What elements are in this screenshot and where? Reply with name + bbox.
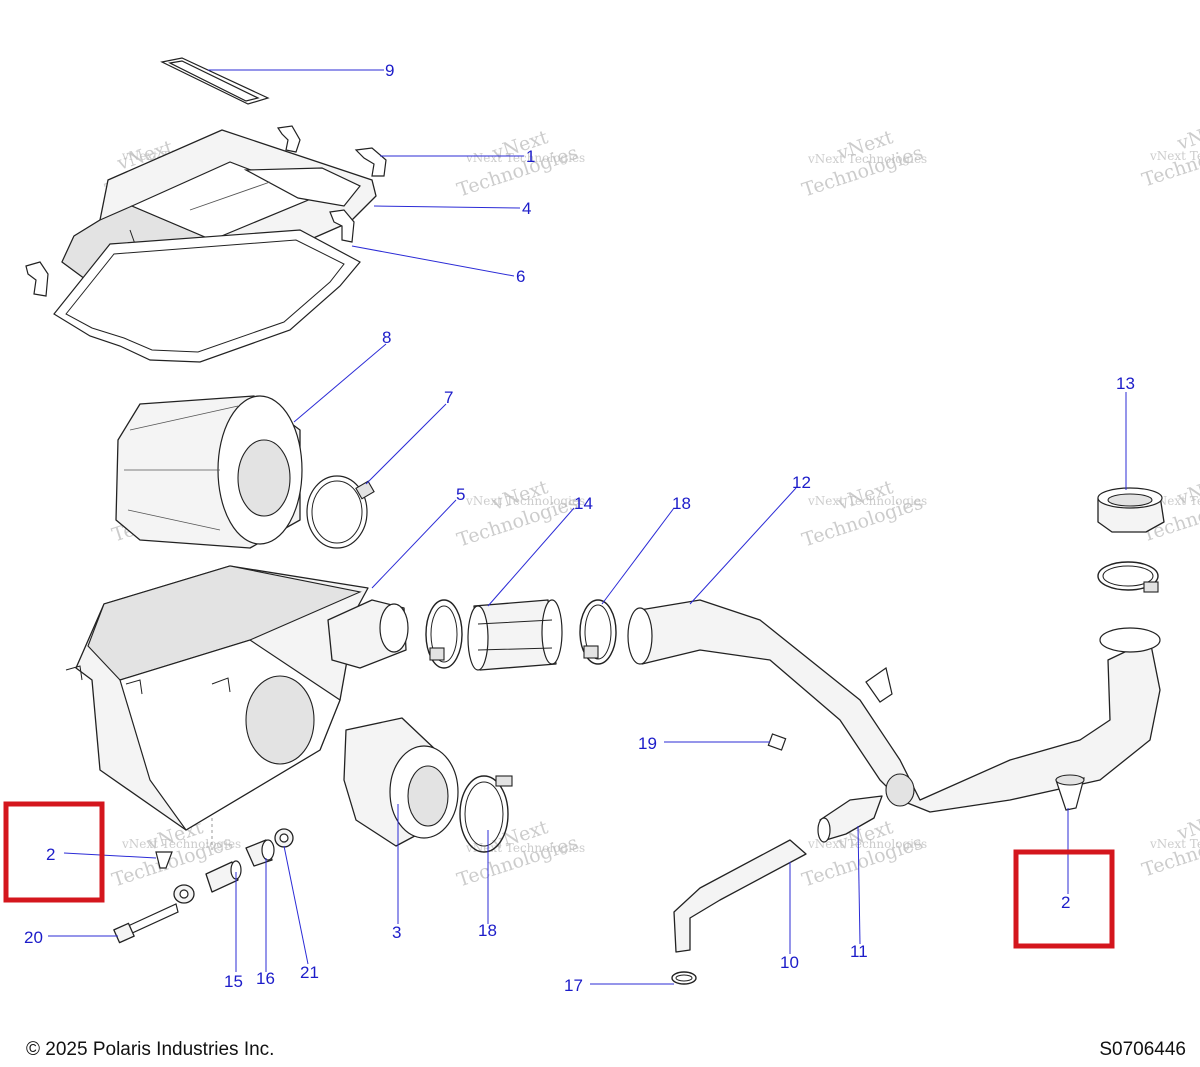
callout-17[interactable]: 17 — [564, 976, 583, 995]
callout-3[interactable]: 3 — [392, 923, 401, 942]
part-2-cap-right[interactable] — [1055, 774, 1085, 811]
part-13-clamp[interactable] — [1097, 561, 1159, 593]
callout-2-right[interactable]: 2 — [1061, 893, 1070, 912]
callout-7[interactable]: 7 — [444, 388, 453, 407]
watermark: vNext Technologies — [799, 476, 925, 551]
part-10-drain-tube[interactable] — [673, 839, 807, 953]
watermark-small: vNext Technologies — [465, 841, 585, 855]
callout-19[interactable]: 19 — [638, 734, 657, 753]
part-grommet-lower[interactable] — [173, 884, 195, 904]
part-14-sleeve[interactable] — [467, 599, 563, 671]
callout-16[interactable]: 16 — [256, 969, 275, 988]
watermark-small: vNext Technologies — [807, 494, 927, 508]
watermark-small: vNext Technologies — [807, 152, 927, 166]
watermark-small: vNext Technologies — [465, 494, 585, 508]
callout-18-lower[interactable]: 18 — [478, 921, 497, 940]
callout-2-left[interactable]: 2 — [46, 845, 55, 864]
copyright-text: © 2025 Polaris Industries Inc. — [26, 1039, 275, 1060]
watermark-small: vNext Technologies — [807, 837, 927, 851]
callout-20[interactable]: 20 — [24, 928, 43, 947]
part-9-strip[interactable] — [160, 57, 270, 105]
part-11-valve[interactable] — [817, 795, 883, 843]
part-13-collar[interactable] — [1097, 487, 1165, 533]
watermark-small: vNext Technologies — [1149, 837, 1200, 851]
watermark-small: vNext Technologies — [465, 151, 585, 165]
watermark-small: vNext Technologies — [1149, 149, 1200, 163]
callout-4[interactable]: 4 — [522, 199, 531, 218]
part-16-grommet[interactable] — [245, 839, 275, 867]
watermark-small: vNext Technologies — [121, 837, 241, 851]
callout-10[interactable]: 10 — [780, 953, 799, 972]
callout-5[interactable]: 5 — [456, 485, 465, 504]
highlight-box-left — [3, 801, 105, 903]
part-19-bolt[interactable] — [767, 733, 787, 751]
part-12-intake-duct[interactable] — [627, 599, 1161, 813]
callout-18-upper[interactable]: 18 — [672, 494, 691, 513]
callout-14[interactable]: 14 — [574, 494, 593, 513]
part-7-clamp[interactable] — [306, 475, 375, 549]
diagram-id: S0706446 — [1099, 1039, 1186, 1060]
part-17-small-clamp[interactable] — [671, 971, 697, 985]
highlight-box-right — [1013, 849, 1115, 949]
callout-13[interactable]: 13 — [1116, 374, 1135, 393]
part-3-coupler[interactable] — [343, 717, 459, 847]
callout-21[interactable]: 21 — [300, 963, 319, 982]
part-18-clamp-lower[interactable] — [459, 775, 513, 853]
part-6-gasket-frame[interactable] — [53, 229, 361, 363]
part-14-clamp-left[interactable] — [425, 599, 463, 669]
part-5-airbox-base[interactable] — [65, 565, 409, 831]
part-21-nut[interactable] — [274, 828, 294, 848]
part-18-clamp-upper[interactable] — [579, 599, 617, 665]
part-8-air-filter[interactable] — [115, 395, 303, 549]
part-20-bolt[interactable] — [113, 903, 179, 944]
callout-labels: 9 1 4 6 8 7 5 14 18 12 13 19 3 18 10 11 … — [24, 61, 1135, 995]
part-15-spacer[interactable] — [205, 860, 242, 893]
part-2-cap-left[interactable] — [155, 851, 173, 869]
leader-lines — [48, 69, 1127, 985]
callout-9[interactable]: 9 — [385, 61, 394, 80]
callout-1[interactable]: 1 — [526, 147, 535, 166]
callout-15[interactable]: 15 — [224, 972, 243, 991]
watermark: vNext Technologies — [454, 476, 580, 551]
callout-8[interactable]: 8 — [382, 328, 391, 347]
callout-12[interactable]: 12 — [792, 473, 811, 492]
callout-11[interactable]: 11 — [850, 942, 868, 961]
callout-6[interactable]: 6 — [516, 267, 525, 286]
